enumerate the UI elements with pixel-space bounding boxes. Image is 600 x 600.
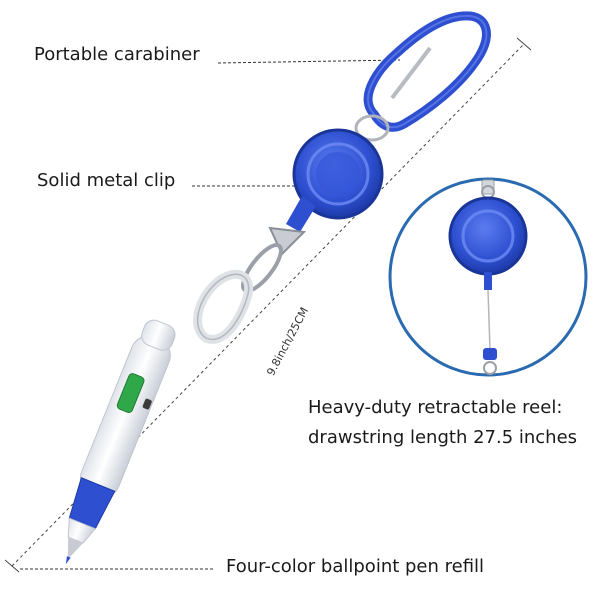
carabiner-leader-line <box>217 59 401 64</box>
refill-label: Four-color ballpoint pen refill <box>226 556 485 577</box>
solid-metal-clip <box>268 226 307 256</box>
reel-strap <box>286 196 316 232</box>
reel-label-line-1: Heavy-duty retractable reel: <box>308 397 563 418</box>
dimension-tick-top <box>516 37 532 51</box>
clip-label: Solid metal clip <box>37 170 176 191</box>
reel-label-line-2: drawstring length 27.5 inches <box>308 427 578 448</box>
retractable-reel <box>292 128 384 220</box>
pen-carabiner <box>193 269 254 344</box>
split-ring-top <box>354 114 390 142</box>
carabiner-top <box>363 11 491 132</box>
detail-inset-circle <box>388 177 588 377</box>
inset-reel-detail <box>448 179 528 375</box>
ballpoint-pen <box>65 319 176 565</box>
carabiner-label: Portable carabiner <box>34 44 200 65</box>
dimension-tick-bottom <box>4 559 20 573</box>
reel-label: Heavy-duty retractable reel: drawstring … <box>308 393 577 453</box>
